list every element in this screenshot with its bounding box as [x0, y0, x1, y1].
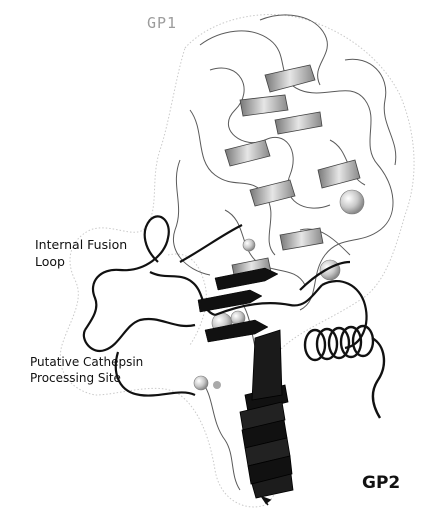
cathepsin-marker	[213, 381, 221, 389]
internal-fusion-loop-label: Internal Fusion Loop	[35, 236, 127, 270]
cathepsin-site-label: Putative Cathepsin Processing Site	[30, 354, 143, 386]
gp2-coil-helix	[305, 326, 384, 418]
arrow-icon	[262, 497, 270, 505]
fusion-label-line2: Loop	[35, 253, 127, 270]
gp2-label: GP2	[362, 473, 400, 493]
gp2-long-helix	[240, 330, 293, 498]
gp1-label: GP1	[147, 14, 177, 32]
fusion-label-line1: Internal Fusion	[35, 236, 127, 253]
cathepsin-label-line2: Processing Site	[30, 370, 143, 386]
gp2-strands	[198, 268, 278, 342]
cathepsin-label-line1: Putative Cathepsin	[30, 354, 143, 370]
